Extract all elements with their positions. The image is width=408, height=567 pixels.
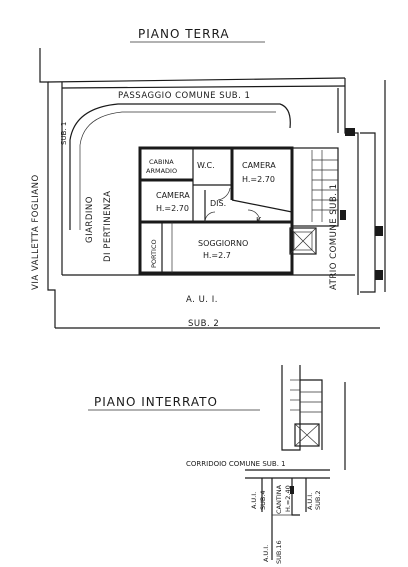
- sub2-label: SUB. 2: [188, 319, 219, 329]
- ground-stairs: [289, 147, 339, 255]
- room-camera-left-height: H.=2.70: [156, 204, 189, 213]
- basement-sub16-label: SUB.16: [275, 540, 283, 564]
- aui-label: A. U. I.: [186, 295, 218, 305]
- ground-floor-title: PIANO TERRA: [138, 27, 230, 41]
- basement-walls: [245, 365, 346, 560]
- garden-path-curve: [69, 103, 291, 230]
- room-soggiorno-label: SOGGIORNO: [198, 239, 248, 248]
- room-soggiorno-height: H.=2.7: [203, 251, 231, 260]
- basement-sub2-label: SUB.2: [314, 490, 322, 510]
- garden-path-curve-inner: [79, 111, 276, 230]
- room-camera-right-height: H.=2.70: [242, 175, 275, 184]
- garden-label-1: GIARDINO: [85, 196, 95, 243]
- basement-cantina-label: CANTINA: [275, 484, 283, 514]
- room-dis-label: DIS.: [210, 199, 226, 208]
- site-outline: [39, 48, 386, 329]
- garden-label-2: DI PERTINENZA: [103, 191, 113, 262]
- atrium-label: ATRIO COMUNE SUB. 1: [329, 183, 339, 290]
- room-wc-label: W.C.: [197, 161, 215, 170]
- basement-aui-sub16-label: A.U.I.: [262, 545, 270, 562]
- room-k-label: K: [256, 216, 262, 225]
- room-portico-label: PORTICO: [150, 239, 158, 268]
- basement-aui-label: A.U.I.: [250, 492, 258, 509]
- room-cabina-label: CABINA: [149, 158, 174, 166]
- room-armadio-label: ARMADIO: [146, 167, 177, 175]
- street-label: VIA VALLETTA FOGLIANO: [31, 174, 41, 290]
- basement-sub4-label: SUB.4: [259, 490, 267, 510]
- right-piers: [340, 128, 383, 280]
- basement-aui-sub2-label: A.U.I.: [306, 493, 314, 510]
- basement-cantina-height: H.=2.40: [284, 485, 292, 512]
- basement-corridor-label: CORRIDOIO COMUNE SUB. 1: [186, 460, 286, 468]
- basement-title: PIANO INTERRATO: [94, 395, 218, 409]
- room-camera-left-label: CAMERA: [156, 191, 190, 200]
- sub1-left-label: SUB. 1: [60, 122, 68, 145]
- room-camera-right-label: CAMERA: [242, 161, 276, 170]
- passage-label: PASSAGGIO COMUNE SUB. 1: [118, 91, 250, 101]
